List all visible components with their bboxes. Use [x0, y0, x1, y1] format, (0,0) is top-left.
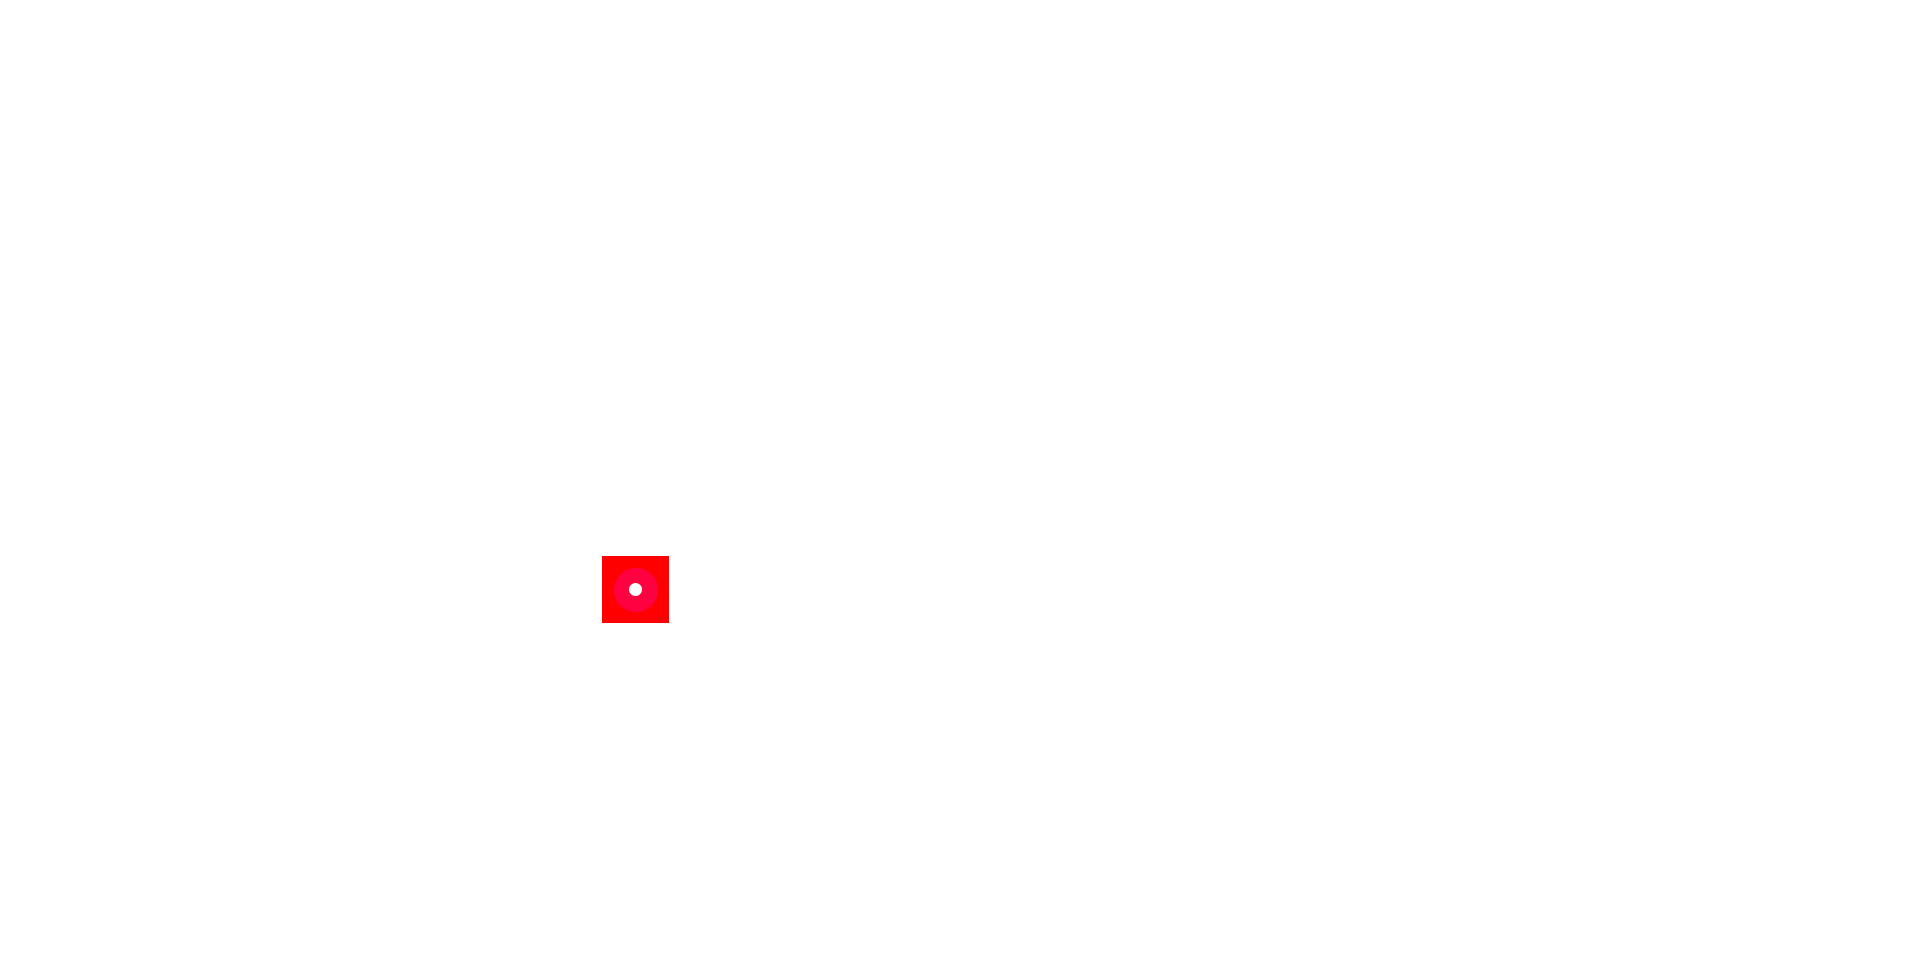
click-target-ring-icon	[613, 567, 658, 612]
click-target-dot-icon	[629, 583, 642, 596]
click-target-marker[interactable]	[602, 556, 669, 623]
